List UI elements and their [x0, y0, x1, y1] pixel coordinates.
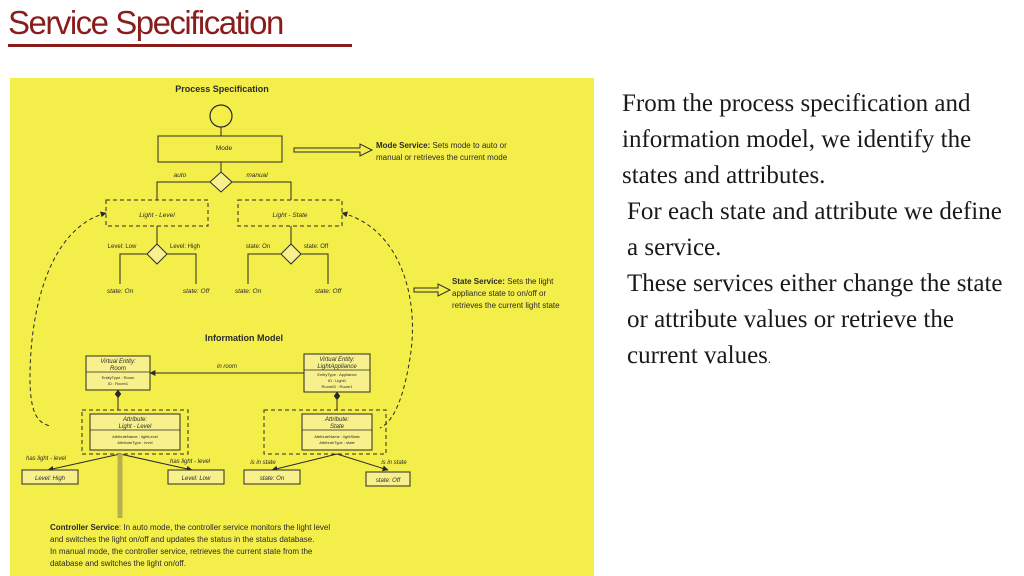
value-level-high-box: [21, 469, 79, 485]
level-low-link: [119, 453, 193, 472]
state-service-text-2: appliance state to on/off or: [452, 289, 546, 298]
state-link-curve: [341, 211, 413, 429]
state-on-link: [271, 453, 338, 472]
value-level-high: Level: High: [35, 476, 66, 482]
state-attr-box: [301, 413, 373, 451]
service-spec-figure: Process Specification Mode auto manual M…: [10, 78, 594, 576]
value-level-low: Level: Low: [182, 476, 211, 482]
explanation-paragraph-3: These services either change the state o…: [622, 266, 1012, 377]
info-model-title: Information Model: [205, 333, 283, 343]
figure-background: [10, 78, 594, 576]
controller-line-1: Controller Service: In auto mode, the co…: [50, 523, 330, 532]
outcome-state-off-2: state: Off: [315, 288, 343, 295]
process-spec-title: Process Specification: [175, 84, 269, 94]
room-attr-1: EntityType : Room: [102, 375, 135, 380]
explanation-paragraph-3-text: These services either change the state o…: [627, 270, 1003, 369]
controller-line-3: In manual mode, the controller service, …: [50, 547, 313, 556]
explanation-paragraph-2: For each state and attribute we define a…: [627, 198, 1002, 261]
level-attr-outer: [81, 409, 189, 455]
state-attr-outer: [263, 409, 387, 455]
appliance-attr-2: ID : Light1: [328, 378, 347, 383]
mode-label: Mode: [216, 145, 233, 152]
attr-state-line1: Attribute:: [324, 417, 349, 423]
state-off-link: [336, 453, 389, 472]
appliance-attr-3: RoomID : Room1: [322, 384, 354, 389]
value-level-low-box: [167, 469, 225, 485]
attr-state-line2: State: [330, 424, 345, 430]
room-entity-line2: Room: [110, 366, 126, 372]
explanation-paragraph-3-period: .: [767, 352, 771, 366]
room-entity-line1: Virtual Entity:: [100, 359, 136, 365]
value-state-off-box: [365, 471, 411, 487]
mode-service-text: Mode Service: Sets mode to auto or: [376, 141, 507, 150]
level-attr-box: [89, 413, 181, 451]
light-state-label: Light - State: [272, 212, 307, 219]
attr-level-line2: Light - Level: [119, 424, 152, 430]
level-high-label: Level: High: [170, 244, 200, 250]
level-link-curve: [29, 211, 107, 427]
manual-label: manual: [246, 172, 268, 179]
slide-title: Service Specification: [8, 4, 284, 41]
mode-box: [157, 135, 283, 163]
state-service-arrow: [413, 283, 452, 297]
state-off-top-label: state: Off: [304, 244, 329, 250]
appliance-attr-1: EntityType : Appliance: [317, 372, 357, 377]
state-on-top-label: state: On: [246, 244, 270, 250]
explanation-paragraph-1: From the process specification and infor…: [622, 90, 972, 189]
mode-service-arrow: [293, 143, 374, 157]
outcome-state-on-2: state: On: [235, 288, 262, 295]
appliance-entity-line1: Virtual Entity:: [319, 357, 355, 363]
room-entity-box: [85, 355, 151, 391]
attr-level-sub2: AttributeType : level: [117, 440, 152, 445]
appliance-entity-box: [303, 353, 371, 393]
has-light-level-1: has light - level: [26, 456, 67, 462]
outcome-state-off-1: state: Off: [183, 288, 211, 295]
state-service-text: State Service: Sets the light: [452, 277, 554, 286]
attr-state-sub2: AttributeType : state: [319, 440, 355, 445]
mode-decision-diamond: [209, 171, 233, 193]
explanation-text: From the process specification and infor…: [622, 86, 1012, 377]
auto-label: auto: [174, 172, 187, 179]
room-attr-2: ID : Room1: [108, 381, 129, 386]
value-state-on: state: On: [260, 476, 285, 482]
in-room-label: in room: [217, 364, 237, 370]
appliance-entity-line2: LightAppliance: [317, 364, 357, 370]
title-underline: [8, 44, 352, 47]
level-low-label: Level: Low: [108, 244, 137, 250]
outcome-state-on-1: state: On: [107, 288, 134, 295]
value-state-off: state: Off: [376, 478, 402, 484]
state-service-text-3: retrieves the current light state: [452, 301, 560, 310]
is-in-state-2: is in state: [381, 460, 407, 466]
controller-line-4: database and switches the light on/off.: [50, 559, 186, 568]
level-decision-diamond: [146, 243, 168, 265]
controller-line-2: and switches the light on/off and update…: [50, 535, 314, 544]
is-in-state-1: is in state: [250, 460, 276, 466]
mode-service-text-2: manual or retrieves the current mode: [376, 153, 508, 162]
attr-level-line1: Attribute:: [122, 417, 147, 423]
has-light-level-2: has light - level: [170, 459, 211, 465]
light-state-box: [237, 199, 343, 227]
light-level-label: Light - Level: [139, 212, 175, 219]
attr-level-sub1: AttributeName : lightLevel: [112, 434, 158, 439]
value-state-on-box: [243, 469, 301, 485]
state-decision-diamond: [280, 243, 302, 265]
attr-state-sub1: AttributeName : lightState: [314, 434, 360, 439]
level-high-link: [47, 453, 121, 472]
